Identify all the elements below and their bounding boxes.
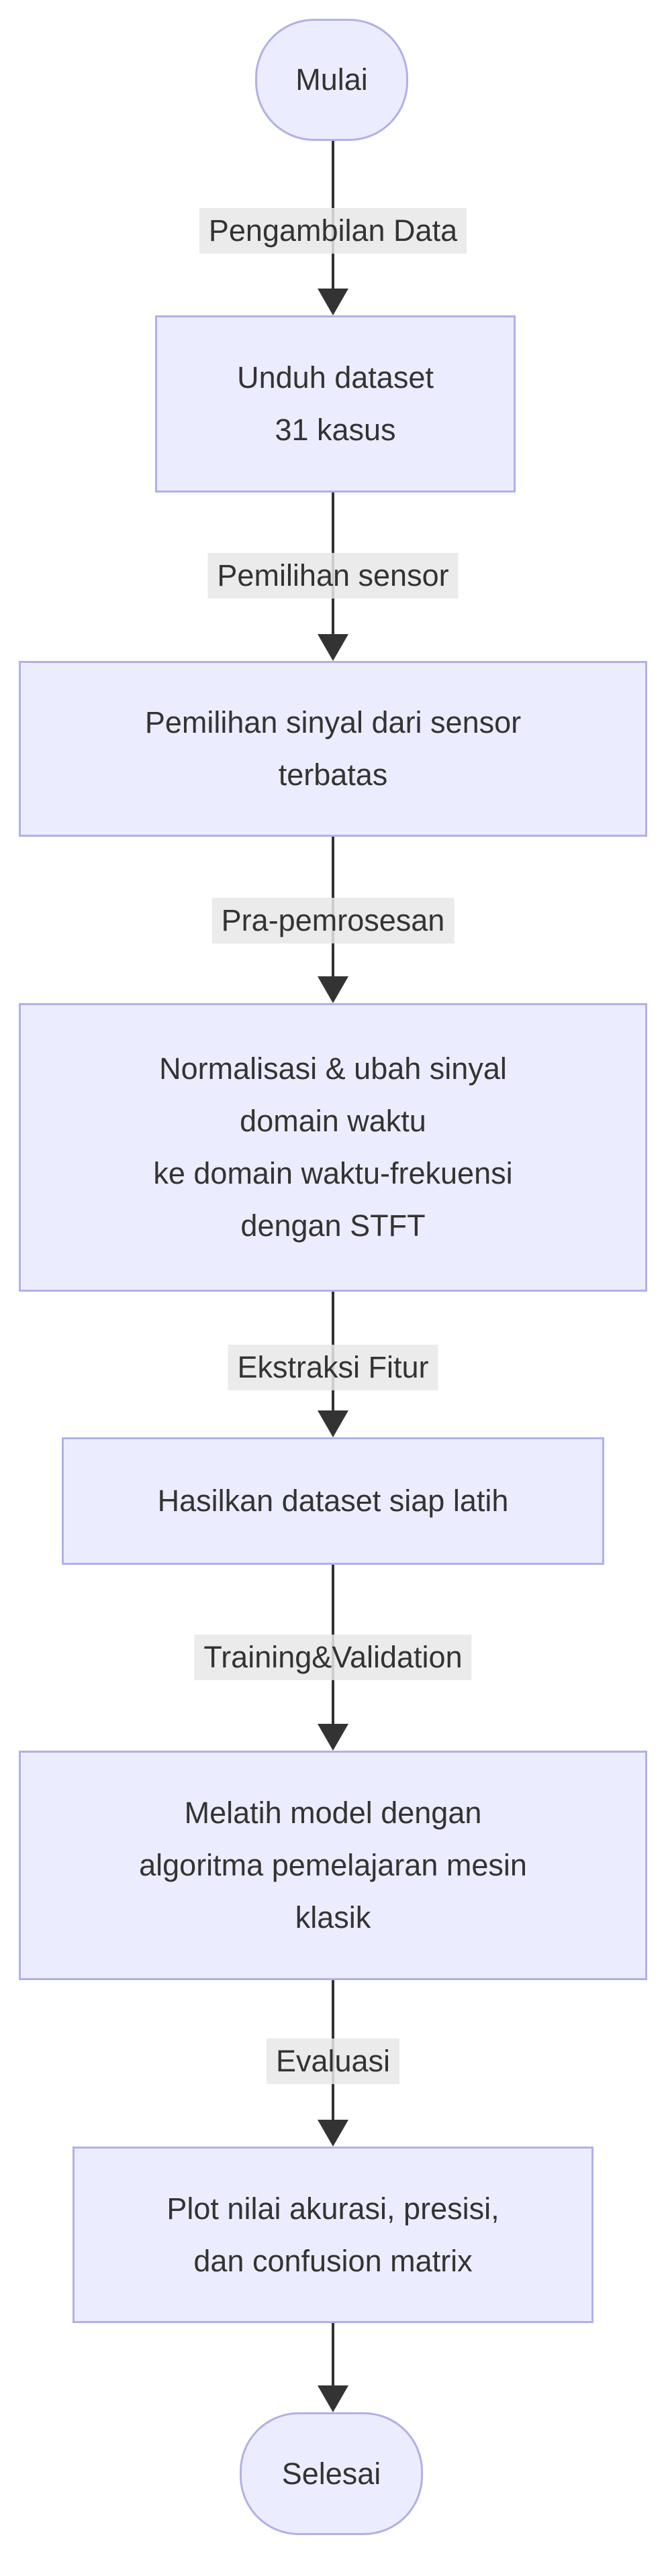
arrowhead-icon	[318, 2385, 348, 2412]
node-train-model: Melatih model dengan algoritma pemelajar…	[19, 1751, 647, 1980]
node-label-line: domain waktu	[240, 1104, 426, 1138]
node-label-line: Pemilihan sinyal dari sensor	[144, 705, 522, 739]
node-signal-selection: Pemilihan sinyal dari sensor terbatas	[19, 661, 647, 837]
edge-label-evaluasi: Evaluasi	[266, 2039, 400, 2084]
node-start-label: Mulai	[295, 62, 368, 97]
edge-label-pengambilan-data: Pengambilan Data	[199, 208, 467, 254]
node-plot-results: Plot nilai akurasi, presisi, dan confusi…	[73, 2147, 593, 2323]
node-label-line: Normalisasi & ubah sinyal	[159, 1051, 507, 1086]
arrowhead-icon	[318, 1410, 348, 1437]
node-preprocessing: Normalisasi & ubah sinyal domain waktu k…	[19, 1003, 647, 1292]
edge-label-pemilihan-sensor: Pemilihan sensor	[207, 553, 459, 599]
node-start: Mulai	[255, 19, 408, 141]
node-label-line: algoritma pemelajaran mesin	[139, 1848, 527, 1882]
arrowhead-icon	[318, 289, 348, 315]
arrowhead-icon	[318, 634, 348, 661]
edge-label-ekstraksi-fitur: Ekstraksi Fitur	[228, 1345, 438, 1390]
node-label-line: Melatih model dengan	[184, 1796, 482, 1830]
node-label-line: terbatas	[278, 758, 388, 792]
arrowhead-icon	[318, 1724, 348, 1751]
arrowhead-icon	[318, 2120, 348, 2147]
edge-plot-end	[332, 2323, 334, 2388]
node-label-line: Unduh dataset	[237, 360, 434, 395]
arrowhead-icon	[318, 976, 348, 1003]
node-label-line: 31 kasus	[275, 413, 396, 447]
node-label-line: klasik	[295, 1900, 371, 1935]
node-dataset-ready: Hasilkan dataset siap latih	[62, 1437, 604, 1565]
edge-label-pra-pemrosesan: Pra-pemrosesan	[211, 898, 455, 943]
node-label-line: Plot nilai akurasi, presisi,	[166, 2191, 500, 2226]
node-download-dataset: Unduh dataset 31 kasus	[155, 315, 516, 493]
node-label-line: ke domain waktu-frekuensi	[153, 1156, 513, 1190]
node-label-line: Hasilkan dataset siap latih	[157, 1484, 509, 1518]
node-label-line: dan confusion matrix	[193, 2243, 473, 2278]
node-end-label: Selesai	[281, 2456, 381, 2491]
edge-label-training-validation: Training&Validation	[194, 1635, 472, 1680]
node-label-line: dengan STFT	[240, 1208, 426, 1243]
node-end: Selesai	[240, 2412, 423, 2535]
